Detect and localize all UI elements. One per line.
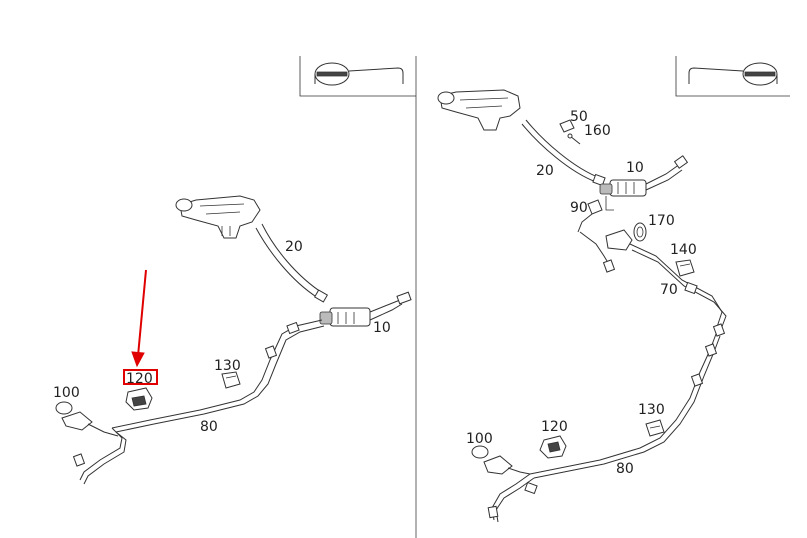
highlight-box-120 — [123, 369, 158, 385]
bracket-120-right — [539, 435, 567, 459]
clip-130-right — [645, 419, 665, 437]
callout-20-left: 20 — [285, 239, 303, 255]
clip-130-left — [221, 371, 241, 389]
callout-90-right: 90 — [570, 200, 588, 216]
line-70 — [579, 229, 727, 337]
master-cylinder-10-right — [599, 155, 689, 211]
reservoir-right — [437, 89, 521, 131]
right-view: 50 160 20 10 90 170 140 70 130 120 100 8… — [437, 56, 790, 523]
callout-20-right: 20 — [536, 163, 554, 179]
callout-100-left: 100 — [53, 385, 80, 401]
callout-140-right: 140 — [670, 242, 697, 258]
clutch-line-right — [487, 333, 721, 523]
steering-wheel-icon — [299, 56, 416, 97]
fitting-90 — [577, 199, 603, 233]
callout-160-right: 160 — [584, 123, 611, 139]
bracket-140 — [675, 259, 695, 277]
callout-80-left: 80 — [200, 419, 218, 435]
callout-10-right: 10 — [626, 160, 644, 176]
reservoir-left — [175, 195, 261, 239]
callout-120-right: 120 — [541, 419, 568, 435]
bracket-120-left — [125, 387, 153, 411]
seal-170 — [633, 222, 647, 242]
bolt-160 — [567, 133, 581, 145]
callout-50-right: 50 — [570, 109, 588, 125]
callout-100-right: 100 — [466, 431, 493, 447]
slave-cylinder-100-left — [55, 401, 119, 437]
pointer-arrow — [131, 269, 147, 368]
steering-wheel-icon-right — [675, 56, 790, 97]
clutch-line-left — [72, 319, 325, 485]
callout-170-right: 170 — [648, 213, 675, 229]
callout-70-right: 70 — [660, 282, 678, 298]
slave-cylinder-100-right — [471, 445, 531, 475]
callout-130-right: 130 — [638, 402, 665, 418]
callout-80-right: 80 — [616, 461, 634, 477]
hose-20-right — [521, 119, 606, 187]
master-cylinder-10-left — [319, 291, 412, 327]
left-view: 20 10 130 120 100 80 — [53, 56, 416, 485]
callout-10-left: 10 — [373, 320, 391, 336]
grommet-50 — [559, 119, 575, 133]
callout-130-left: 130 — [214, 358, 241, 374]
hose-20-left — [255, 223, 329, 303]
